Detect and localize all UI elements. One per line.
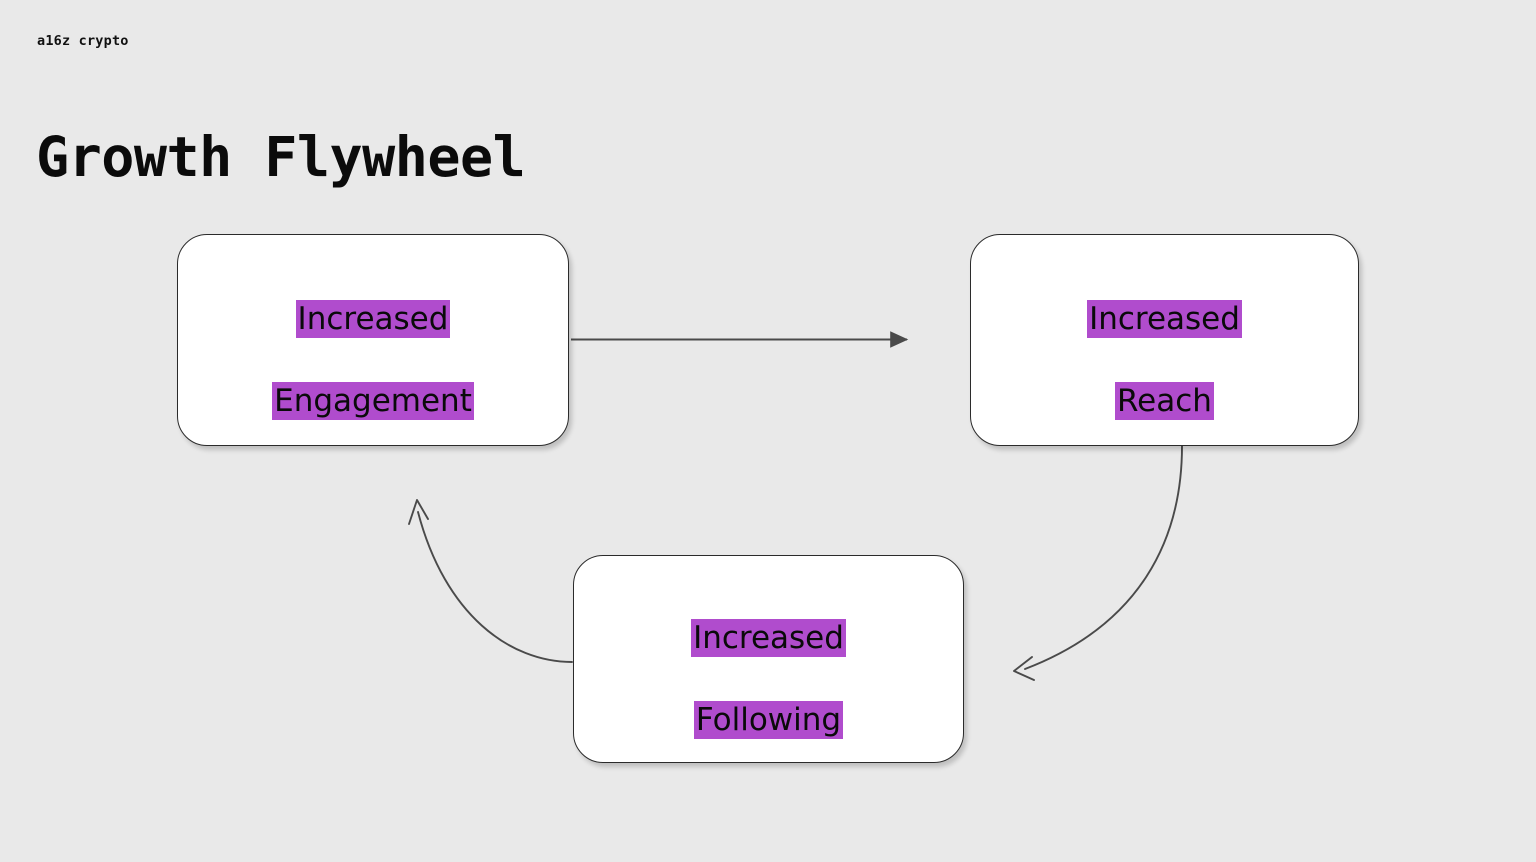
node-label-line-2: Following <box>693 700 844 739</box>
page-title: Growth Flywheel <box>36 124 526 189</box>
node-label: Increased Reach <box>1087 258 1242 422</box>
node-increased-following[interactable]: Increased Following <box>573 555 964 763</box>
brand-label: a16z crypto <box>37 33 129 49</box>
node-label-line-1: Increased <box>1087 300 1242 339</box>
node-label-line-2: Reach <box>1115 381 1214 420</box>
node-increased-engagement[interactable]: Increased Engagement <box>177 234 569 446</box>
arrow-reach-to-following <box>1013 445 1183 681</box>
node-increased-reach[interactable]: Increased Reach <box>970 234 1359 446</box>
node-label-line-1: Increased <box>691 619 846 658</box>
arrow-following-to-engagement <box>408 499 573 663</box>
node-label-line-2: Engagement <box>272 381 474 420</box>
node-label: Increased Following <box>691 577 846 741</box>
node-label: Increased Engagement <box>272 258 474 422</box>
node-label-line-1: Increased <box>295 300 451 339</box>
